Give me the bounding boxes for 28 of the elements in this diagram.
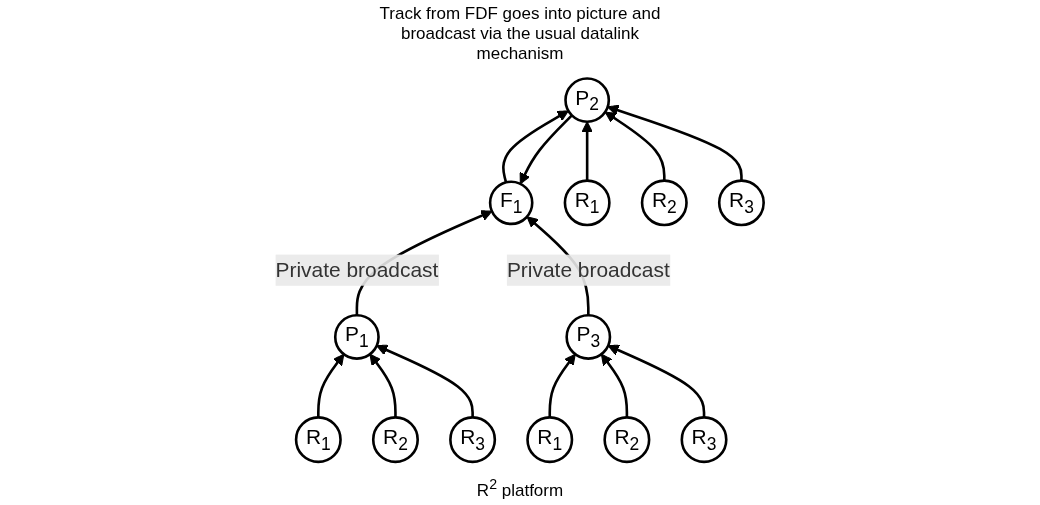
node-circle: R$_{1}$ [526, 416, 574, 464]
caption-text: R$^{2}$ platform [476, 476, 564, 501]
node-circle: P$_{2}$ [564, 77, 611, 124]
node-circle: R$_{2}$ [641, 179, 689, 227]
node-circle: F$_{1}$ [489, 180, 534, 226]
node-circle: R$_{2}$ [372, 416, 420, 464]
node-circle: R$_{1}$ [564, 179, 612, 227]
arrow [548, 353, 577, 418]
arrow [601, 353, 629, 418]
note-text: Track from FDF goes into picture and broadcast via the usual datalink mechanism [378, 4, 662, 64]
arrow [605, 111, 667, 181]
arrow [608, 344, 706, 418]
edge-label: Private broadcast [275, 258, 439, 281]
node-circle: R$_{1}$ [295, 416, 343, 464]
arrow [581, 121, 594, 181]
arrow [376, 344, 475, 418]
arrow [520, 114, 574, 185]
arrow [607, 104, 744, 181]
node-circle: R$_{2}$ [603, 416, 651, 464]
edge-label: Private broadcast [507, 258, 671, 281]
node-circle: R$_{3}$ [449, 416, 497, 464]
arrow [317, 353, 345, 418]
node-circle: R$_{3}$ [680, 416, 728, 464]
arrow [369, 353, 398, 418]
node-circle: R$_{3}$ [718, 179, 766, 227]
arrow [502, 110, 570, 183]
node-circle: P$_{1}$ [334, 314, 381, 360]
node-circle: P$_{3}$ [565, 314, 612, 360]
